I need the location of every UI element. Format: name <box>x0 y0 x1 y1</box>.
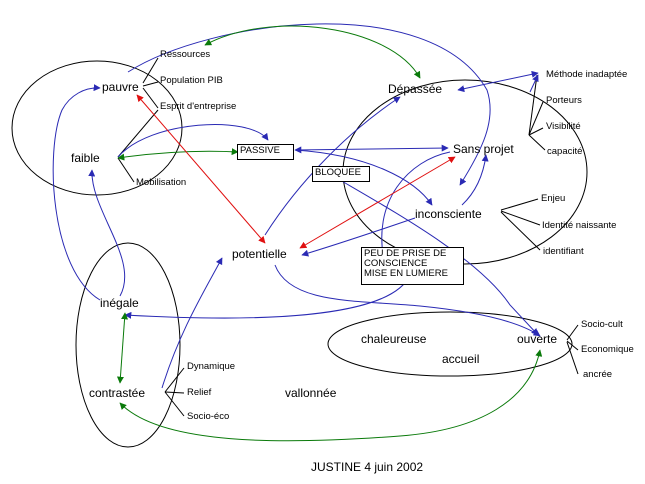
cluster-ellipse-inegale <box>75 242 181 448</box>
arrow-inegale-pauvre <box>52 84 101 301</box>
node-inconsciente: inconsciente <box>415 207 482 221</box>
label-esprit-entreprise: Esprit d'entreprise <box>160 101 237 112</box>
connector-economique <box>566 340 579 351</box>
arrow-pauvre-potentielle <box>136 94 266 244</box>
connector-visibilite <box>528 127 544 136</box>
label-socio-cult: Socio-cult <box>581 319 623 330</box>
node-depassee: Dépassée <box>388 82 443 96</box>
node-contrastee: contrastée <box>89 386 146 400</box>
label-identifiant: identifiant <box>543 246 584 257</box>
node-potentielle: potentielle <box>232 247 287 261</box>
arrow-ouverte-inegale <box>124 274 411 319</box>
arrow-potentielle-ouverte <box>274 264 541 337</box>
node-inegale: inégale <box>100 296 139 310</box>
connector-identifiant <box>500 211 541 251</box>
box-passive-text: PASSIVE <box>240 145 280 156</box>
cluster-ellipse-pauvre <box>11 60 183 196</box>
arrow-passive-sansprojet <box>294 144 449 154</box>
label-methode-inadaptee: Méthode inadaptée <box>546 69 628 80</box>
node-faible: faible <box>71 151 100 165</box>
box-prise-line3: MISE EN LUMIERE <box>364 267 448 279</box>
connector-capacite <box>528 134 546 151</box>
arrow-inconsciente-sansprojet <box>461 154 489 206</box>
label-enjeu: Enjeu <box>541 193 566 204</box>
box-bloquee-text: BLOQUEE <box>315 167 361 178</box>
connector-ancree <box>566 341 579 375</box>
label-capacite: capacité <box>547 146 583 157</box>
label-visibilite: Visibilité <box>546 121 581 132</box>
node-chaleureuse: chaleureuse <box>361 332 427 346</box>
connector-relief <box>164 391 185 394</box>
label-ressources: Ressources <box>160 49 211 60</box>
label-economique: Economique <box>581 344 634 355</box>
connector-faible-esprit <box>117 109 159 158</box>
arrow-potentielle-sansprojet <box>299 156 456 249</box>
arrow-faible-passive-green <box>117 148 239 161</box>
box-prise-line2: CONSCIENCE <box>364 257 428 269</box>
node-vallonnee: vallonnée <box>285 386 337 400</box>
arrow-contrastee-ouverte <box>119 349 543 442</box>
label-mobilisation: Mobilisation <box>136 177 187 188</box>
box-prise-line1: PEU DE PRISE DE <box>364 248 447 259</box>
label-porteurs: Porteurs <box>546 95 582 106</box>
label-ancree: ancrée <box>583 369 613 380</box>
cluster-ellipse-depassee <box>342 79 588 265</box>
connector-socio-cult <box>566 324 579 341</box>
connector-enjeu <box>500 198 539 211</box>
arrow-inegale-faible <box>88 169 126 297</box>
node-sans-projet: Sans projet <box>453 142 514 156</box>
arrow-methode-depassee <box>457 70 539 93</box>
box-passive: PASSIVE <box>237 144 294 160</box>
label-population-pib: Population PIB <box>160 75 223 86</box>
label-dynamique: Dynamique <box>187 361 236 372</box>
connector-porteurs <box>528 101 544 136</box>
connector-faible-mobilisation <box>117 157 135 183</box>
connector-socio-eco <box>164 391 185 417</box>
arrow-ressources-depassee <box>204 25 421 79</box>
footer-caption: JUSTINE 4 juin 2002 <box>311 460 424 474</box>
node-pauvre: pauvre <box>102 80 139 94</box>
box-bloquee: BLOQUEE <box>312 166 370 182</box>
label-identite-naissante: Identité naissante <box>542 220 617 231</box>
connector-ressources <box>142 57 159 84</box>
connector-population <box>142 81 159 87</box>
arrow-sansprojet-methode <box>529 74 539 93</box>
connector-identite <box>500 210 541 226</box>
label-relief: Relief <box>187 387 212 398</box>
box-prise-de-conscience: PEU DE PRISE DE CONSCIENCE MISE EN LUMIE… <box>361 247 464 285</box>
node-accueil: accueil <box>442 352 480 366</box>
label-socio-eco: Socio-éco <box>187 411 230 422</box>
arrow-inegale-contrastee <box>116 312 129 384</box>
node-ouverte: ouverte <box>517 332 558 346</box>
